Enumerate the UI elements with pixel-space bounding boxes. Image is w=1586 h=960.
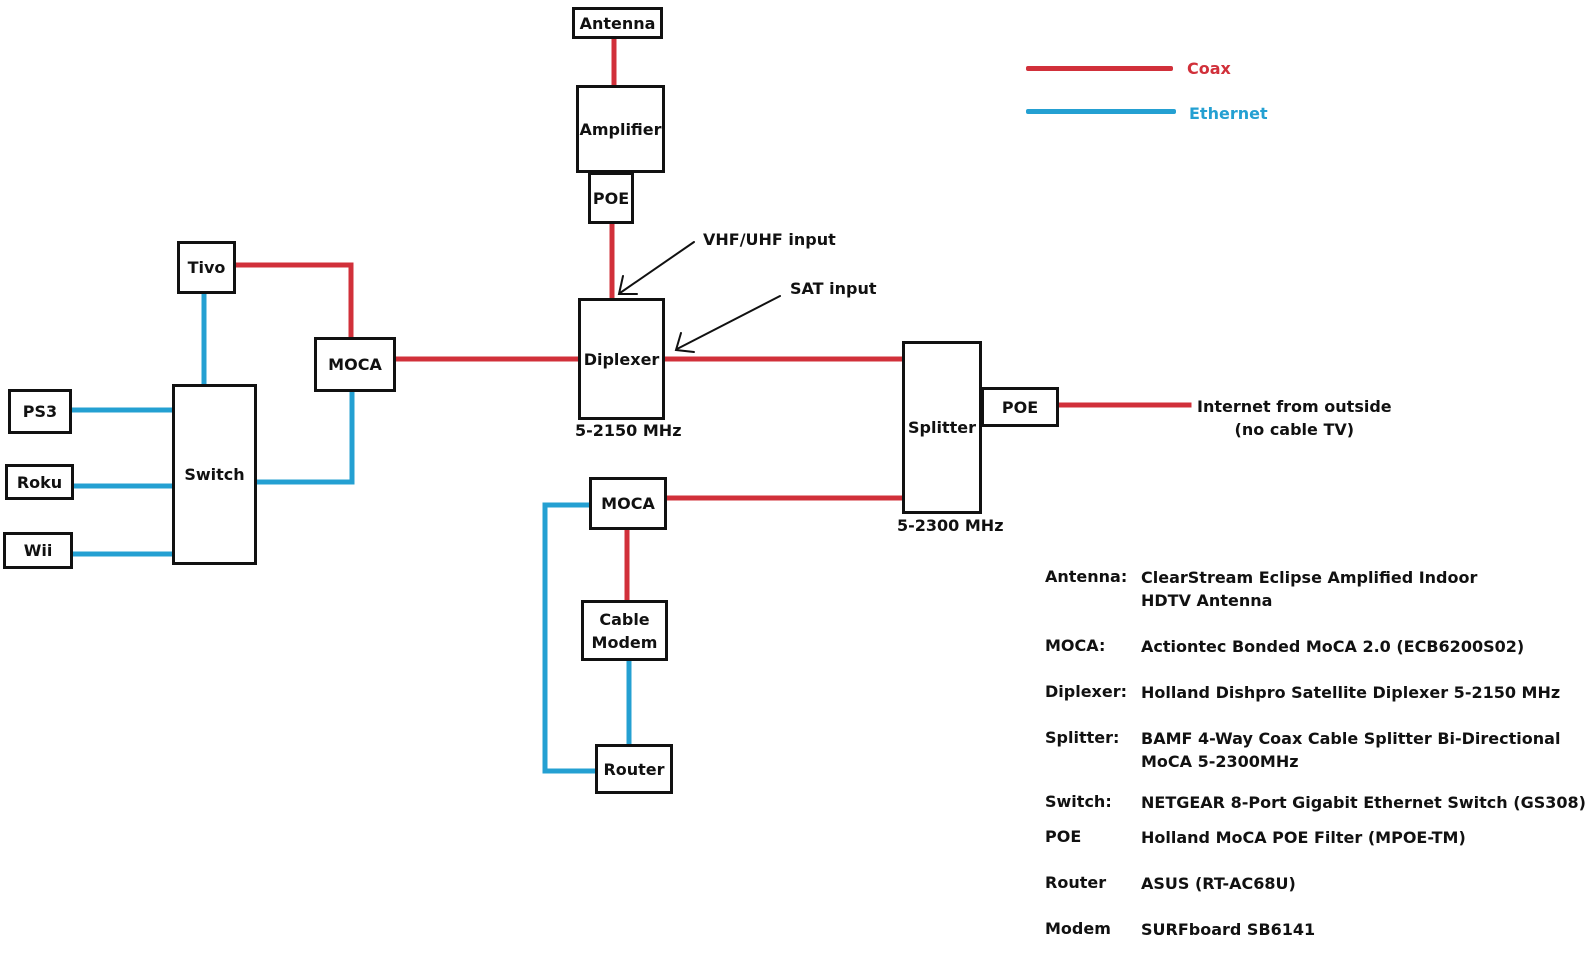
spec-value: Holland MoCA POE Filter (MPOE-TM) xyxy=(1141,826,1466,849)
spec-value-line: ClearStream Eclipse Amplified Indoor xyxy=(1141,568,1478,587)
spec-value-line: MoCA 5-2300MHz xyxy=(1141,752,1299,771)
poe-right-box: POE xyxy=(981,387,1059,427)
internet-label: Internet from outside (no cable TV) xyxy=(1197,397,1392,440)
spec-value-line: Actiontec Bonded MoCA 2.0 (ECB6200S02) xyxy=(1141,637,1525,656)
sat-arrow xyxy=(674,295,781,353)
tivo-box: Tivo xyxy=(177,241,236,294)
spec-value: NETGEAR 8-Port Gigabit Ethernet Switch (… xyxy=(1141,791,1586,814)
cable-modem-label-line1: Cable xyxy=(599,609,650,629)
coax-legend-line xyxy=(1026,66,1173,71)
ethernet-legend-label: Ethernet xyxy=(1189,104,1268,123)
cable-modem-box: Cable Modem xyxy=(581,600,668,661)
spec-value-line: SURFboard SB6141 xyxy=(1141,920,1316,939)
spec-key: Modem xyxy=(1045,919,1111,938)
ethernet-switch-moca xyxy=(253,388,355,485)
spec-key: Splitter: xyxy=(1045,728,1120,747)
spec-value-line: Holland MoCA POE Filter (MPOE-TM) xyxy=(1141,828,1466,847)
diplexer-frequency-label: 5-2150 MHz xyxy=(575,421,682,440)
spec-value: SURFboard SB6141 xyxy=(1141,918,1315,941)
spec-value: ASUS (RT-AC68U) xyxy=(1141,872,1296,895)
ethernet-moca-router xyxy=(542,502,599,774)
roku-box: Roku xyxy=(5,464,74,500)
internet-label-line1: Internet from outside xyxy=(1197,397,1392,416)
amplifier-box: Amplifier xyxy=(576,85,665,173)
spec-value-line: HDTV Antenna xyxy=(1141,591,1273,610)
spec-key: POE xyxy=(1045,827,1082,846)
poe-top-box: POE xyxy=(588,172,634,224)
antenna-box: Antenna xyxy=(572,7,663,39)
splitter-box: Splitter xyxy=(902,341,982,514)
switch-box: Switch xyxy=(172,384,257,565)
spec-key: Antenna: xyxy=(1045,567,1128,586)
sat-input-label: SAT input xyxy=(790,279,877,298)
spec-key: Switch: xyxy=(1045,792,1112,811)
cable-modem-label-line2: Modem xyxy=(591,632,658,652)
splitter-frequency-label: 5-2300 MHz xyxy=(897,516,1004,535)
router-box: Router xyxy=(595,744,673,794)
moca-left-box: MOCA xyxy=(314,337,396,392)
connection-lines xyxy=(68,35,1192,774)
coax-legend-label: Coax xyxy=(1187,59,1231,78)
vhf-uhf-input-label: VHF/UHF input xyxy=(703,230,836,249)
spec-value-line: Holland Dishpro Satellite Diplexer 5-215… xyxy=(1141,683,1561,702)
spec-value: BAMF 4-Way Coax Cable Splitter Bi-Direct… xyxy=(1141,727,1560,773)
spec-key: Diplexer: xyxy=(1045,682,1128,701)
spec-value: Holland Dishpro Satellite Diplexer 5-215… xyxy=(1141,681,1560,704)
spec-key: Router xyxy=(1045,873,1107,892)
spec-value-line: NETGEAR 8-Port Gigabit Ethernet Switch (… xyxy=(1141,793,1586,812)
diplexer-box: Diplexer xyxy=(578,298,665,420)
network-diagram: Coax Ethernet Antenna Amplifier POE Dipl… xyxy=(3,7,1586,941)
moca-bottom-box: MOCA xyxy=(589,477,667,530)
vhf-uhf-arrow xyxy=(617,241,695,295)
ethernet-legend-line xyxy=(1026,109,1176,114)
coax-tivo-moca xyxy=(233,262,354,341)
wii-box: Wii xyxy=(3,532,73,569)
ps3-box: PS3 xyxy=(8,389,72,434)
spec-value-line: BAMF 4-Way Coax Cable Splitter Bi-Direct… xyxy=(1141,729,1561,748)
spec-value: Actiontec Bonded MoCA 2.0 (ECB6200S02) xyxy=(1141,635,1524,658)
spec-key: MOCA: xyxy=(1045,636,1106,655)
spec-value-line: ASUS (RT-AC68U) xyxy=(1141,874,1296,893)
internet-label-line2: (no cable TV) xyxy=(1234,420,1355,439)
